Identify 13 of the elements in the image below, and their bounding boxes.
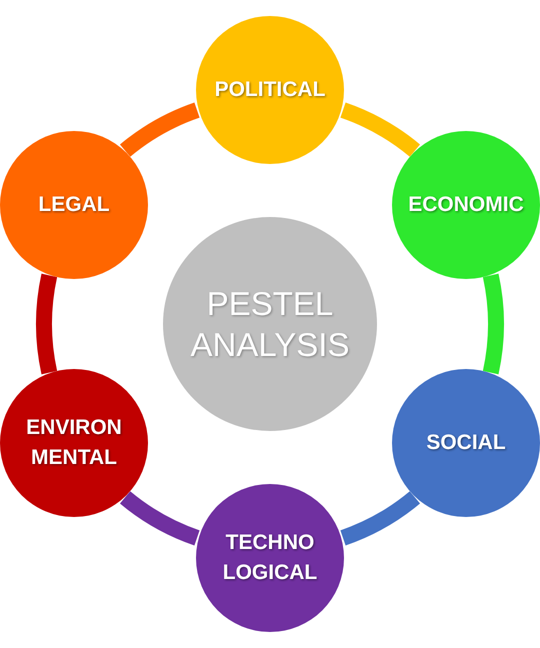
node-label: PESTEL ANALYSIS xyxy=(190,284,350,365)
connector-arc xyxy=(36,274,58,374)
connector-arc xyxy=(340,491,420,546)
node-label: ECONOMIC xyxy=(407,192,525,218)
connector-arc xyxy=(482,274,504,374)
connector-arc xyxy=(120,102,200,157)
node-label: ENVIRON MENTAL xyxy=(25,414,123,471)
node-label: POLITICAL xyxy=(214,76,326,103)
connector-arc xyxy=(120,491,200,546)
node-label: TECHNO LOGICAL xyxy=(222,530,318,586)
node-label: SOCIAL xyxy=(425,430,507,456)
connector-arc xyxy=(340,102,420,157)
node-label: LEGAL xyxy=(37,192,111,218)
